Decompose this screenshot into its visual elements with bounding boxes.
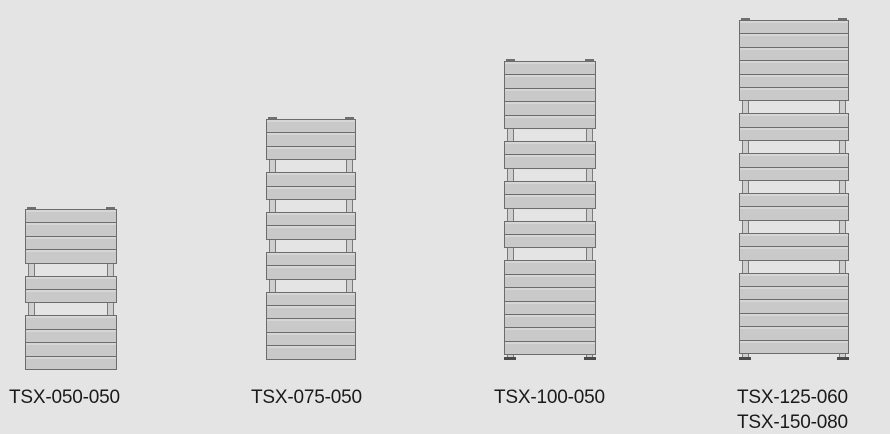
heating-panel: [504, 314, 596, 329]
heating-panel: [504, 260, 596, 275]
heating-panel: [25, 315, 117, 330]
heating-panel: [504, 101, 596, 116]
heating-panel: [504, 141, 596, 156]
rail-foot: [739, 357, 751, 360]
heating-panel: [739, 326, 849, 341]
heating-panel: [504, 287, 596, 302]
radiator-tsx-075-050: [266, 117, 356, 360]
heating-panel: [25, 249, 117, 264]
heating-panel: [266, 251, 356, 267]
heating-panel: [739, 272, 849, 287]
heating-panel: [739, 166, 849, 181]
heating-panel: [266, 119, 356, 134]
heating-panel: [504, 300, 596, 315]
heating-panel: [739, 206, 849, 221]
rail-foot: [504, 357, 516, 360]
model-label-4: TSX-125-060: [737, 387, 848, 408]
heating-panel: [266, 172, 356, 187]
heating-panel: [25, 235, 117, 251]
heating-panel: [266, 305, 356, 320]
heating-panel: [739, 153, 849, 168]
heating-panel: [504, 74, 596, 89]
heating-panel: [504, 61, 596, 76]
heating-panel: [504, 194, 596, 209]
heating-panel: [25, 355, 117, 370]
heating-panel: [25, 328, 117, 344]
heating-panel: [266, 212, 356, 227]
heating-panel: [266, 265, 356, 280]
heating-panel: [739, 312, 849, 328]
heating-panel: [504, 114, 596, 129]
rail-foot: [584, 357, 596, 360]
heating-panel: [739, 20, 849, 35]
heating-panel: [504, 327, 596, 342]
heating-panel: [739, 113, 849, 128]
heating-panel: [25, 342, 117, 357]
heating-panel: [504, 234, 596, 249]
heating-panel: [266, 145, 356, 161]
heating-panel: [739, 286, 849, 301]
heating-panel: [739, 46, 849, 62]
heating-panel: [25, 222, 117, 237]
heating-panel: [266, 331, 356, 347]
heating-panel: [739, 73, 849, 88]
heating-panel: [739, 193, 849, 208]
heating-panel: [739, 33, 849, 48]
heating-panel: [25, 209, 117, 224]
radiator-tsx-050-050: [25, 207, 117, 370]
radiator-tsx-125-060: [739, 18, 849, 360]
model-label-2: TSX-075-050: [251, 387, 362, 408]
heating-panel: [266, 225, 356, 240]
heating-panel: [266, 132, 356, 147]
heating-panel: [25, 275, 117, 290]
model-label-1: TSX-050-050: [9, 387, 120, 408]
rail-foot: [837, 357, 849, 360]
heating-panel: [266, 291, 356, 306]
heating-panel: [266, 185, 356, 200]
heating-panel: [504, 180, 596, 196]
radiator-tsx-100-050: [504, 59, 596, 360]
heating-panel: [504, 340, 596, 356]
heating-panel: [739, 232, 849, 248]
heating-panel: [504, 273, 596, 289]
heating-panel: [739, 299, 849, 314]
heating-panel: [739, 126, 849, 142]
heating-panel: [266, 318, 356, 333]
heating-panel: [504, 87, 596, 103]
heating-panel: [739, 60, 849, 75]
heating-panel: [266, 345, 356, 360]
model-label-3: TSX-100-050: [494, 387, 605, 408]
heating-panel: [739, 246, 849, 261]
heating-panel: [25, 289, 117, 304]
heating-panel: [739, 339, 849, 354]
heating-panel: [739, 87, 849, 102]
heating-panel: [504, 154, 596, 169]
model-label-4-alt: TSX-150-080: [737, 412, 848, 433]
heating-panel: [504, 220, 596, 235]
